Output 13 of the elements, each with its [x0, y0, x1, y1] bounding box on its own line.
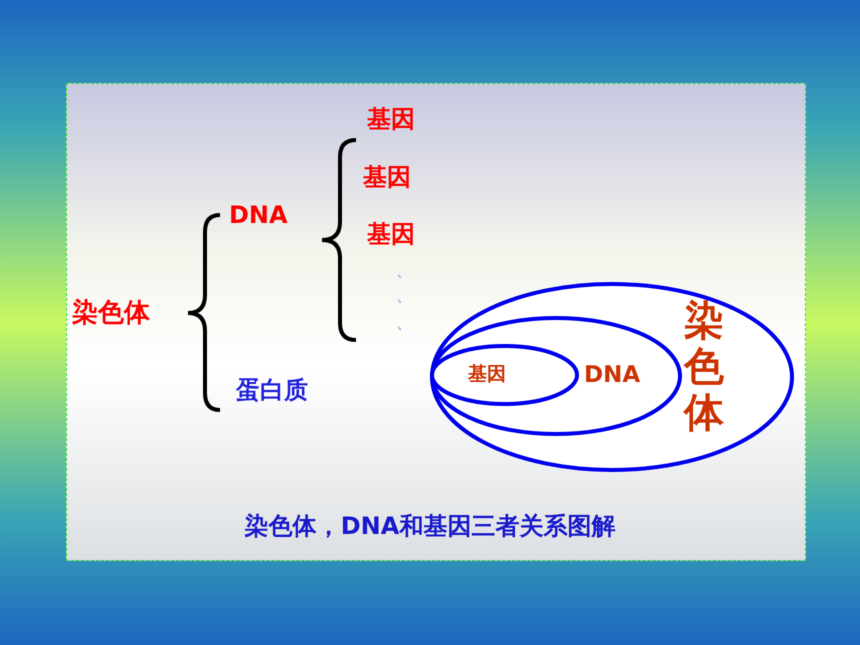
term-label: 基因	[367, 222, 415, 246]
ellipse-label: 染色体	[684, 298, 724, 436]
ellipsis-mark: 、	[396, 263, 412, 279]
term-label: 蛋白质	[236, 378, 308, 402]
ellipsis-mark: 、	[396, 288, 412, 304]
term-label: 基因	[363, 165, 411, 189]
ellipse-label: DNA	[584, 364, 640, 387]
ellipse-label: 基因	[468, 365, 506, 384]
term-label: DNA	[229, 203, 288, 227]
term-label: 染色体	[72, 300, 150, 326]
term-label: 基因	[367, 107, 415, 131]
ellipsis-mark: 、	[396, 315, 412, 331]
caption: 染色体，DNA和基因三者关系图解	[244, 512, 616, 540]
